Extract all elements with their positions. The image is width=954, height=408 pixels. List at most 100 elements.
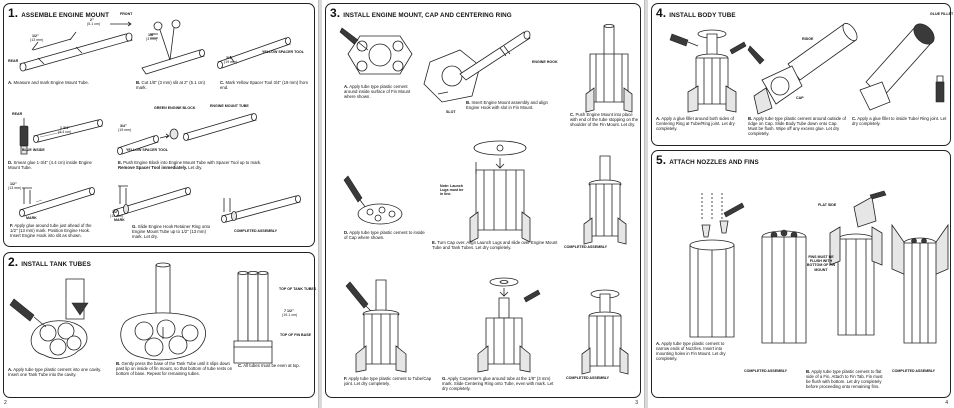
label-3mm: (3 mm) [146,37,158,41]
label-one-three-quarter-inch: 1 3/4" [60,126,70,130]
step-3d-caption: D. Apply tube type plastic cement to ins… [344,230,426,240]
step-bold-text: Remove Spacer Tool immediately. [118,165,188,171]
label-13mm-3: (13 mm) [110,214,124,218]
section-install-engine-mount-cap: 3. INSTALL ENGINE MOUNT, CAP AND CENTERI… [325,3,641,398]
step-3e-caption: E. Turn Cap over. Align Launch Lugs and … [432,240,558,250]
step-3a-caption: A. Apply tube type plastic cement around… [344,84,416,99]
section-title: INSTALL TANK TUBES [21,261,91,268]
label-rear-2: REAR [12,112,23,116]
fin-mount-cement-illustration [340,24,420,86]
label-13mm: (13 mm) [30,38,44,42]
label-5cm: (5.1 cm) [87,22,101,26]
centering-ring-illustration [466,268,546,374]
tank-tubes-even-illustration [234,267,274,367]
instruction-page-right: 4. INSTALL BODY TUBE RIDGE CAP [648,0,954,408]
engine-mount-tube-measure-illustration [10,20,140,70]
step-letter: G. [442,376,447,381]
step-1b-caption: B. Cut 1/8" (3 mm) slit at 2" (5.1 cm) m… [136,80,214,90]
step-1a-caption: A. Measure and mark Engine Mount Tube. [8,80,132,85]
label-slot: SLOT [446,110,456,114]
step-text: Turn Cap over. Align Launch Lugs and sli… [432,240,558,251]
step-1g-caption: G. Slide Engine Hook Retainer Ring onto … [132,224,216,239]
label-eighth-inch: 1/8" [148,33,155,37]
step-letter: C. [570,112,575,117]
step-1e-caption: E. Push Engine Block into Engine Mount T… [118,160,278,170]
label-completed-assembly-3: COMPLETED ASSEMBLY [744,369,788,373]
step-text: Gently press the base of the Tank Tube u… [116,361,233,377]
cement-cavity-illustration [8,275,108,363]
label-flat-side: FLAT SIDE [818,203,837,207]
section-heading: 1. ASSEMBLE ENGINE MOUNT [8,6,109,20]
label-launch-lugs-note: Note: Launch Lugs must be in line. [440,184,464,197]
engine-mount-pushed-illustration [584,24,634,114]
step-letter: C. [220,80,225,85]
section-title: INSTALL ENGINE MOUNT, CAP AND CENTERING … [343,12,512,19]
cut-slit-illustration [140,20,212,76]
section-title: ATTACH NOZZLES AND FINS [669,159,759,166]
step-letter: C. [852,116,857,121]
attach-fin-illustration [828,191,886,341]
retainer-ring-illustration [108,180,200,220]
label-front: FRONT [120,12,133,16]
step-letter: B. [806,369,811,374]
label-engine-hook: ENGINE HOOK [532,60,558,64]
label-engine-mount-tube: ENGINE MOUNT TUBE [210,104,249,108]
step-text: Push Engine Mount into place with end of… [570,112,639,128]
section-install-tank-tubes: 2. INSTALL TANK TUBES [3,252,317,398]
step-letter: F. [344,376,348,381]
step-tail-text: Let dry. [187,165,203,171]
section-number: 4. [656,6,667,20]
step-3b-caption: B. Insert Engine Mount assembly and alig… [466,100,552,110]
step-text: Apply a glue fillet to inside Tube/ Ring… [852,116,947,127]
label-19mm-2: (19 mm) [118,128,132,132]
step-text: Slide Engine Hook Retainer Ring onto Eng… [132,224,211,240]
body-tube-onto-cap-illustration [748,16,858,116]
label-mark: MARK [26,216,37,220]
inside-fillet-illustration [856,12,950,116]
step-text: Apply Carpenter's glue around tube at th… [442,376,554,392]
section-number: 5. [656,153,667,167]
section-number: 3. [330,6,341,20]
label-seven-half-inch: 7 1/2" [284,309,294,313]
label-yellow-spacer-tool: YELLOW SPACER TOOL [262,50,304,54]
step-text: Apply tube type plastic cement to flat s… [806,369,883,390]
label-yellow-spacer-tool-2: YELLOW SPACER TOOL [126,148,168,152]
completed-engine-mount-illustration [216,190,308,226]
step-letter: B. [748,116,753,121]
section-heading: 3. INSTALL ENGINE MOUNT, CAP AND CENTERI… [330,6,512,20]
step-5a-caption: A. Apply tube type plastic cement to nar… [656,341,738,361]
label-completed-assembly-1: COMPLETED ASSEMBLY [564,245,608,249]
instruction-page-left: 1. ASSEMBLE ENGINE MOUNT REAR FRONT 1/2"… [0,0,319,408]
label-three-quarter-inch-2: 3/4" [120,124,127,128]
step-letter: B. [466,100,471,105]
step-letter: D. [344,230,349,235]
step-letter: A. [8,80,13,85]
step-3f-caption: F. Apply tube type plastic cement to Tub… [344,376,436,386]
section-assemble-engine-mount: 1. ASSEMBLE ENGINE MOUNT REAR FRONT 1/2"… [3,3,315,247]
step-1d-caption: D. Smear glue 1-3/4" (4.4 cm) inside Eng… [8,160,100,170]
step-letter: A. [344,84,349,89]
page-number: 2 [4,400,7,406]
section-number: 1. [8,6,19,20]
step-letter: E. [432,240,437,245]
step-text: Apply glue around tube just ahead of the… [10,223,92,239]
glue-inside-tube-illustration [10,112,106,160]
label-completed-assembly: COMPLETED ASSEMBLY [234,229,278,233]
completed-nozzles-illustration [756,229,812,349]
label-top-of-tank-tubes: TOP OF TANK TUBES [279,287,317,291]
label-2-inch: 2" [90,18,94,22]
step-text: Apply a glue fillet around both sides of… [656,116,735,132]
completed-cap-assembly-illustration [582,154,630,246]
label-half-inch-2: 1/2" [10,182,17,186]
step-letter: F. [10,223,14,228]
cap-cement-illustration [342,172,412,228]
instruction-page-middle: 3. INSTALL ENGINE MOUNT, CAP AND CENTERI… [322,0,645,408]
label-top-of-fin-base: TOP OF FIN BASE [280,333,312,337]
label-19mm: (19 mm) [224,60,238,64]
section-install-body-tube: 4. INSTALL BODY TUBE RIDGE CAP [651,3,954,146]
section-attach-nozzles-fins: 5. ATTACH NOZZLES AND FINS [651,150,951,398]
label-glue-fillet: GLUE FILLET [930,12,954,16]
step-letter: E. [118,160,123,165]
step-1f-caption: F. Apply glue around tube just ahead of … [10,223,100,238]
step-text: Apply tube type plastic cement into one … [8,367,102,378]
